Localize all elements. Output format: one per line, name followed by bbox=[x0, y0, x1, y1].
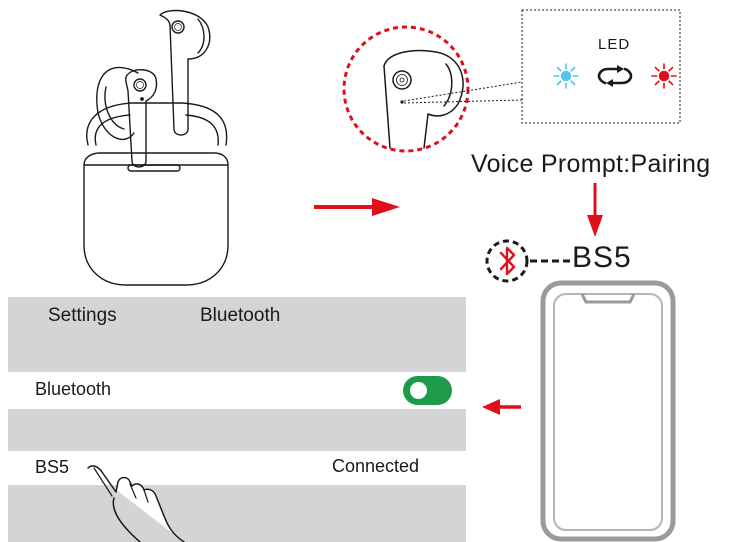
earbud-case-icon bbox=[83, 9, 229, 286]
device-row[interactable]: BS5 Connected bbox=[8, 451, 466, 485]
arrow-down-icon bbox=[587, 183, 603, 237]
bluetooth-toggle-row[interactable]: Bluetooth bbox=[8, 372, 466, 409]
bluetooth-settings-panel: Settings Bluetooth Bluetooth BS5 Connect… bbox=[8, 297, 466, 542]
arrow-right-icon bbox=[314, 198, 400, 216]
bluetooth-toggle[interactable] bbox=[403, 376, 452, 405]
bluetooth-label: Bluetooth bbox=[35, 379, 112, 399]
earbud-closeup-icon bbox=[342, 9, 681, 153]
hand-pointer-icon bbox=[87, 465, 185, 542]
device-label: BS5 bbox=[35, 457, 70, 477]
bluetooth-icon bbox=[485, 239, 570, 283]
settings-back-link[interactable]: Settings bbox=[48, 305, 117, 326]
phone-icon bbox=[540, 280, 676, 542]
red-led-icon bbox=[651, 63, 677, 89]
page-title: Bluetooth bbox=[200, 305, 281, 326]
arrow-left-icon bbox=[482, 399, 521, 415]
connection-status: Connected bbox=[332, 456, 420, 476]
cycle-arrows-icon bbox=[597, 65, 633, 87]
led-label: LED bbox=[598, 36, 631, 53]
device-name-label: BS5 bbox=[572, 241, 632, 274]
blue-led-icon bbox=[553, 63, 579, 89]
toggle-knob bbox=[410, 382, 427, 399]
voice-prompt-label: Voice Prompt:Pairing bbox=[471, 150, 711, 178]
